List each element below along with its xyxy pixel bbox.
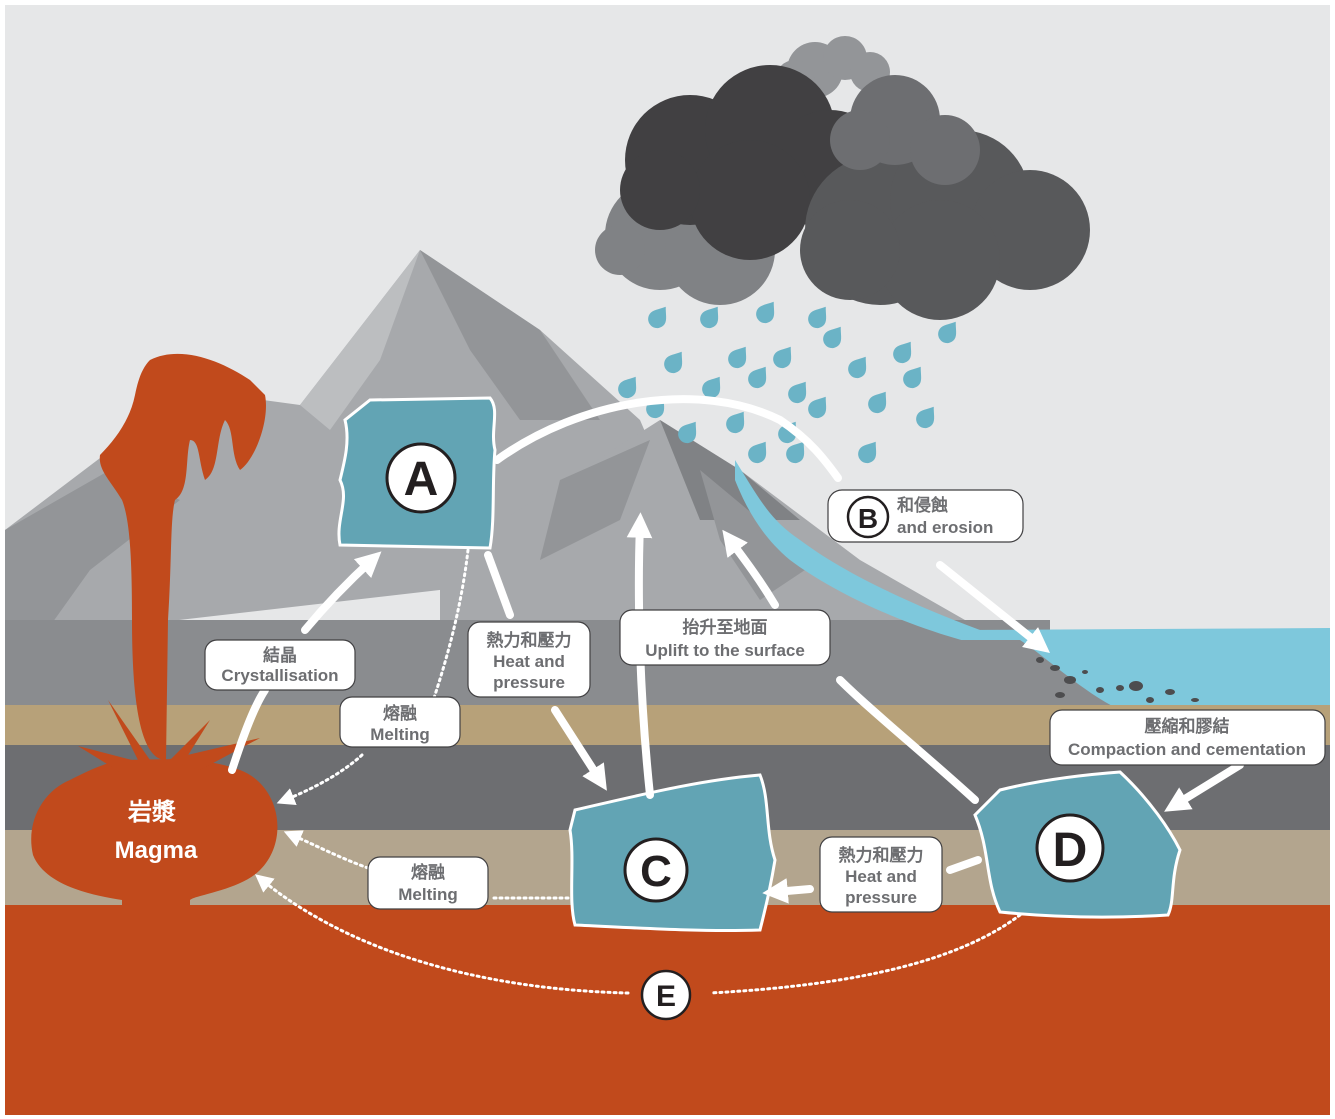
svg-text:Melting: Melting — [398, 885, 458, 904]
label-melting-lower: 熔融 Melting — [367, 856, 489, 910]
rock-d: D — [973, 770, 1182, 919]
e-marker-letter: E — [656, 980, 676, 1013]
arrow-heat-to-c-left — [762, 878, 814, 904]
arrow-heat-to-c — [551, 706, 607, 791]
rock-a-badge — [385, 442, 457, 514]
svg-text:熔融: 熔融 — [383, 703, 417, 723]
arrow-weathering — [493, 395, 842, 482]
rain-drop — [786, 441, 805, 464]
svg-text:Heat and: Heat and — [493, 652, 565, 671]
arrow-melting-c-lower — [283, 830, 370, 870]
rain-drop — [773, 346, 792, 369]
rock-d-letter: D — [1053, 824, 1088, 877]
svg-text:pressure: pressure — [493, 673, 565, 692]
svg-text:結晶: 結晶 — [263, 645, 297, 665]
arrow-compaction — [1164, 761, 1244, 812]
label-heat-pressure-ac: 熱力和壓力 Heat and pressure — [467, 621, 591, 698]
rain-drop — [823, 326, 842, 349]
svg-text:pressure: pressure — [845, 888, 917, 907]
svg-text:and erosion: and erosion — [897, 518, 993, 537]
svg-text:熱力和壓力: 熱力和壓力 — [839, 845, 924, 865]
arrow-a-to-heat — [484, 551, 514, 619]
svg-text:抬升至地面: 抬升至地面 — [683, 617, 768, 637]
arrow-uplift-d-upper — [722, 529, 779, 609]
magma-label-cn: 岩漿 — [127, 799, 176, 826]
rain-drop — [728, 346, 747, 369]
rock-c: C — [568, 773, 777, 933]
rain-drop — [938, 321, 957, 344]
arrow-crystallisation-lower — [228, 686, 269, 774]
sediment-pebbles — [1036, 657, 1199, 703]
weathering-badge — [846, 495, 890, 539]
arrow-e-right — [708, 913, 1022, 995]
svg-text:壓縮和膠結: 壓縮和膠結 — [1145, 716, 1230, 736]
svg-text:Melting: Melting — [370, 725, 430, 744]
arrow-melting-a-lower — [276, 753, 364, 806]
rain-drop — [618, 376, 637, 399]
storm-clouds — [595, 36, 1090, 320]
svg-text:和侵蝕: 和侵蝕 — [897, 495, 948, 515]
rain-drop — [858, 441, 877, 464]
rain-drop — [748, 366, 767, 389]
arrow-e-left — [255, 874, 630, 995]
rain-drop — [748, 441, 767, 464]
label-melting-upper: 熔融 Melting — [339, 696, 461, 748]
svg-text:熔融: 熔融 — [411, 862, 445, 882]
weathering-letter: B — [858, 503, 878, 534]
label-compaction: 壓縮和膠結 Compaction and cementation — [1049, 709, 1326, 766]
rain-drop — [808, 396, 827, 419]
rain-drops — [618, 301, 957, 464]
rain-drop — [788, 381, 807, 404]
rain-drop — [648, 306, 667, 329]
rain-drop — [903, 366, 922, 389]
rain-drop — [702, 376, 721, 399]
magma-label-en: Magma — [115, 837, 198, 864]
rain-drop — [700, 306, 719, 329]
svg-text:Heat and: Heat and — [845, 867, 917, 886]
label-crystallisation: 結晶 Crystallisation — [204, 639, 356, 691]
rock-c-badge — [623, 837, 689, 903]
rain-drop — [916, 406, 935, 429]
e-marker: E — [640, 969, 692, 1021]
svg-text:Crystallisation: Crystallisation — [221, 666, 338, 685]
rain-drop — [664, 351, 683, 374]
rock-c-letter: C — [640, 847, 672, 896]
arrow-d-to-heat — [946, 856, 982, 874]
rain-drop — [893, 341, 912, 364]
rain-drop — [848, 356, 867, 379]
rain-drop — [726, 411, 745, 434]
label-weathering: B 和侵蝕 and erosion — [827, 489, 1024, 543]
svg-text:Compaction and cementation: Compaction and cementation — [1068, 740, 1306, 759]
arrow-erosion — [936, 561, 1050, 653]
rain-drop — [868, 391, 887, 414]
label-heat-pressure-dc: 熱力和壓力 Heat and pressure — [819, 836, 943, 913]
rain-drop — [756, 301, 775, 324]
rock-d-badge — [1035, 813, 1105, 883]
arrow-crystallisation-upper — [301, 551, 382, 634]
rock-a-letter: A — [404, 453, 439, 506]
rain-drop — [808, 306, 827, 329]
arrow-uplift-d-lower — [836, 676, 979, 804]
rain-drop — [678, 421, 697, 444]
rock-a: A — [337, 396, 497, 550]
label-uplift: 抬升至地面 Uplift to the surface — [619, 609, 831, 666]
svg-text:熱力和壓力: 熱力和壓力 — [487, 630, 572, 650]
svg-text:Uplift to the surface: Uplift to the surface — [645, 641, 805, 660]
